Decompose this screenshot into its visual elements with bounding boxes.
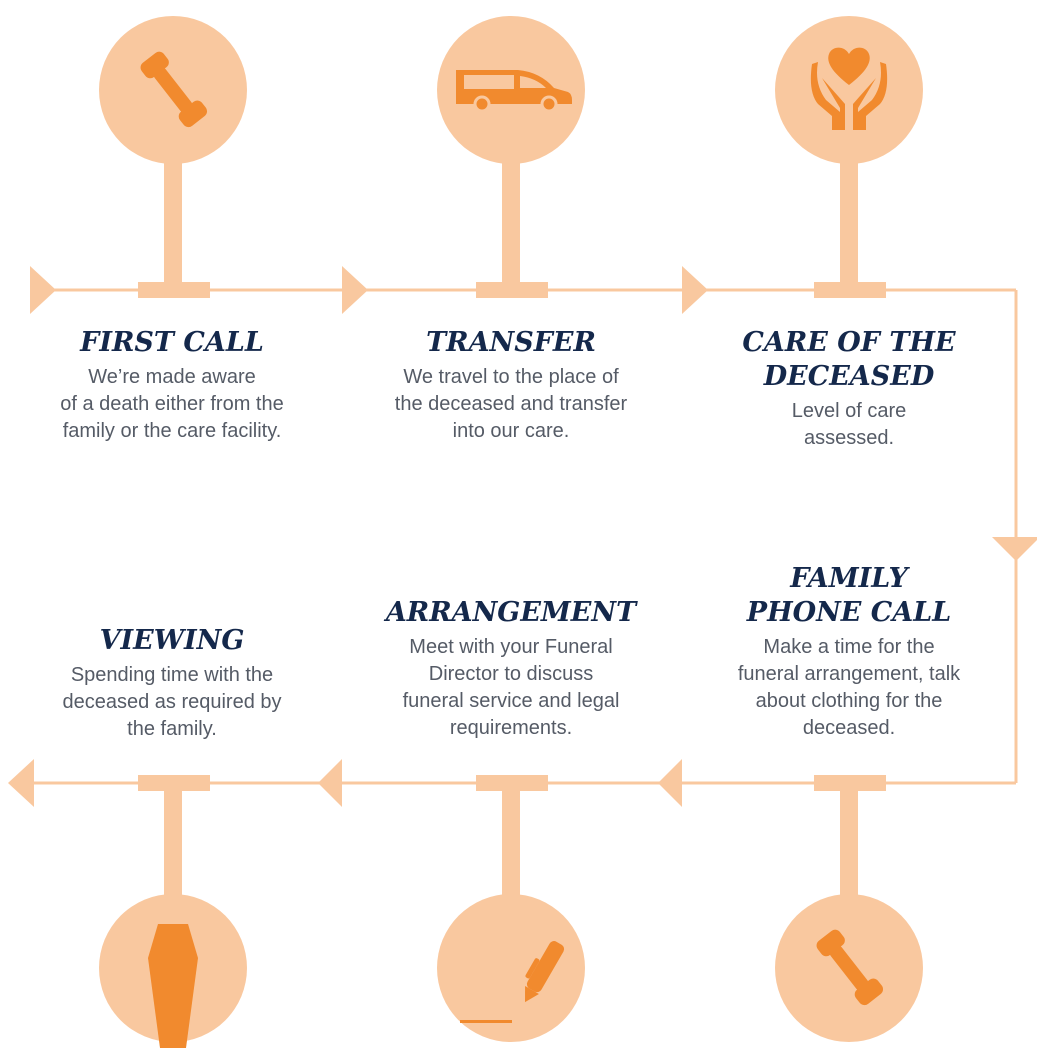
arrow-right-1: [30, 266, 56, 314]
step-node-care: [775, 16, 923, 298]
arrows: [8, 266, 1037, 807]
step-care-of-the-deceased: CARE OF THE DECEASED Level of care asses…: [699, 326, 999, 452]
step-title: FAMILY PHONE CALL: [746, 563, 952, 628]
pen-icon: [460, 941, 565, 1023]
step-description: We travel to the place of the deceased a…: [394, 366, 628, 442]
arrow-left-3: [8, 759, 34, 807]
arrow-left-2: [318, 759, 342, 807]
phone-icon: [140, 51, 208, 128]
coffin-icon: [148, 924, 198, 1048]
step-transfer: TRANSFER We travel to the place of the d…: [361, 326, 661, 445]
step-description: Make a time for the funeral arrangement,…: [737, 636, 961, 739]
step-family-phone-call: FAMILY PHONE CALL Make a time for the fu…: [699, 562, 999, 742]
step-title: ARRANGEMENT: [385, 597, 637, 628]
arrow-left-1: [658, 759, 682, 807]
step-node-arrangement: [437, 775, 585, 1042]
arrow-right-3: [682, 266, 708, 314]
arrow-right-2: [342, 266, 368, 314]
step-node-transfer: [437, 16, 585, 298]
step-arrangement: ARRANGEMENT Meet with your Funeral Direc…: [361, 596, 661, 742]
step-title: FIRST CALL: [80, 327, 264, 358]
heart-hands-icon: [810, 47, 888, 130]
arrow-down: [992, 537, 1037, 561]
step-title: VIEWING: [99, 625, 245, 656]
phone-icon: [816, 929, 884, 1006]
step-node-family-phone-call: [775, 775, 923, 1042]
step-viewing: VIEWING Spending time with the deceased …: [22, 624, 322, 743]
step-description: Level of care assessed.: [791, 400, 907, 449]
step-title: TRANSFER: [426, 327, 596, 358]
hearse-icon: [456, 70, 572, 113]
step-node-first-call: [99, 16, 247, 298]
step-title: CARE OF THE DECEASED: [742, 327, 956, 392]
step-description: Meet with your Funeral Director to discu…: [402, 636, 620, 739]
step-description: Spending time with the deceased as requi…: [62, 664, 282, 740]
step-first-call: FIRST CALL We’re made aware of a death e…: [22, 326, 322, 445]
step-node-viewing: [99, 775, 247, 1048]
step-description: We’re made aware of a death either from …: [60, 366, 284, 442]
